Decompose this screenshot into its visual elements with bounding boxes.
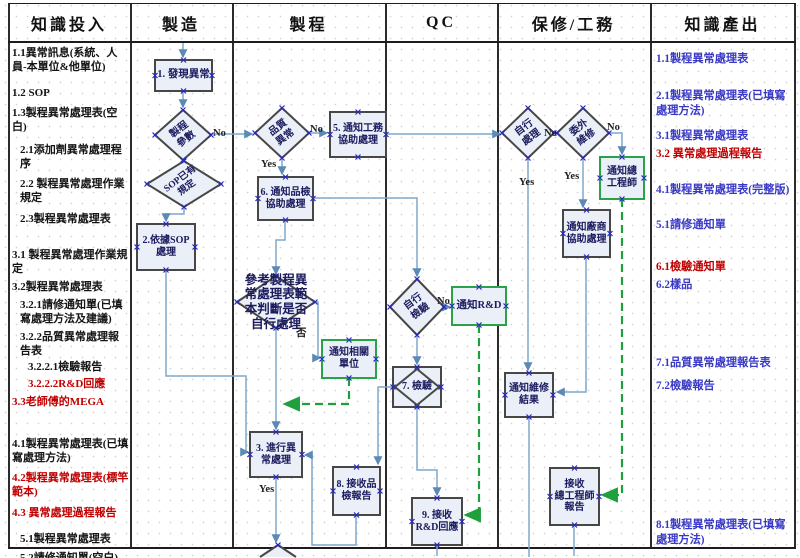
knowledge-input-item: 1.1異常訊息(系統、人員-本單位&他單位) [12, 47, 118, 73]
node-n2-label[interactable]: 2.依據SOP 處理 [142, 235, 190, 258]
connection-point-marks [134, 57, 647, 548]
lane-divider [232, 3, 234, 548]
knowledge-input-item: 5.1製程異常處理表 [20, 533, 111, 545]
node-n7-label[interactable]: 7. 檢驗 [402, 381, 432, 393]
edge-label-7: No [607, 122, 620, 133]
knowledge-input-item: 3.3老師傅的MEGA [12, 396, 104, 408]
node-d4-label[interactable]: 參考製程異常處理表範本判斷是否自行處理 [244, 272, 308, 331]
knowledge-input-item: 4.1製程異常處理表(已填寫處理方法) [12, 438, 129, 464]
node-n6-label[interactable]: 6. 通知品檢 協助處理 [260, 186, 311, 210]
knowledge-input-item: 4.3 異常處理過程報告 [12, 507, 117, 519]
table-top-border [8, 3, 796, 5]
lane-header-manufacturing: 製造 [161, 16, 200, 34]
header-underline [8, 40, 796, 44]
knowledge-output-item: 6.2樣品 [656, 279, 693, 291]
edge-label-8: Yes [519, 177, 535, 188]
lane-divider [650, 3, 652, 548]
connector-14[interactable] [313, 197, 422, 278]
knowledge-input-item: 3.2.2.2R&D回應 [28, 378, 106, 390]
connector-10[interactable] [312, 301, 322, 363]
lane-header-knowledge-output: 知識產出 [684, 16, 761, 34]
connector-5[interactable] [165, 270, 250, 457]
connector-17[interactable] [416, 407, 442, 497]
knowledge-input-item: 3.2.2.1檢驗報告 [28, 361, 103, 373]
edge-label-4: Yes [259, 484, 275, 495]
node-n5-label[interactable]: 5. 通知工務 協助處理 [333, 122, 383, 146]
knowledge-input-item: 4.2製程異常處理表(標竿範本) [12, 472, 129, 498]
lane-divider [385, 3, 387, 548]
knowledge-output-list: 1.1製程異常處理表 2.1製程異常處理表(已填寫處理方法) 3.1製程異常處理表 3… [656, 46, 793, 548]
connector-9[interactable] [271, 220, 286, 276]
knowledge-input-item: 5.2請修通知單(空白) [20, 552, 119, 558]
knowledge-input-item: 2.2 製程異常處理作業規定 [20, 178, 125, 204]
node-n11-label[interactable]: 通知維修 結果 [509, 383, 549, 406]
node-n8-label[interactable]: 8. 接收品 檢報告 [336, 479, 377, 502]
lane-divider [8, 3, 10, 548]
knowledge-output-item: 1.1製程異常處理表 [656, 53, 749, 65]
knowledge-output-item: 3.2 異常處理過程報告 [656, 148, 763, 160]
node-g1-label[interactable]: 通知相關 單位 [329, 347, 369, 370]
node-g2-label[interactable]: 通知R&D [456, 299, 502, 311]
knowledge-input-item: 1.3製程異常處理表(空白) [12, 107, 118, 133]
edge-label-6: No [544, 128, 557, 139]
edge-label-5: No [437, 296, 450, 307]
knowledge-output-item: 7.1品質異常處理報告表 [656, 357, 771, 369]
connector-13[interactable] [303, 450, 357, 546]
edge-label-9: Yes [564, 171, 580, 182]
knowledge-output-item: 7.2檢驗報告 [656, 380, 715, 392]
node-g3-label[interactable]: 通知總 工程師 [607, 166, 637, 189]
knowledge-input-item: 3.2.1請修通知單(已填寫處理方法及建議) [20, 299, 123, 325]
node-n12-label[interactable]: 接收 總工程師 報告 [554, 478, 595, 514]
node-n10-shape[interactable] [562, 209, 611, 258]
lane-header-process: 製程 [289, 16, 328, 34]
node-partial-diamond-shape[interactable] [259, 543, 297, 558]
knowledge-input-item: 3.2.2品質異常處理報告表 [20, 331, 119, 357]
feedback-connector-1[interactable] [463, 325, 481, 523]
knowledge-output-item: 5.1請修通知單 [656, 219, 726, 231]
knowledge-output-item: 4.1製程異常處理表(完整版) [656, 184, 790, 196]
knowledge-input-item: 3.1 製程異常處理作業規定 [12, 249, 128, 275]
node-n10-label[interactable]: 通知廠商 協助處理 [566, 221, 607, 245]
connector-4[interactable] [161, 207, 185, 223]
node-n9-label[interactable]: 9. 接收 R&D回應 [415, 509, 459, 533]
knowledge-output-item: 6.1檢驗通知單 [656, 261, 726, 273]
knowledge-output-item: 3.1製程異常處理表 [656, 130, 749, 142]
connector-20[interactable] [609, 132, 627, 156]
lane-header-knowledge-input: 知識投入 [30, 16, 107, 34]
knowledge-input-item: 2.1添加劑異常處理程序 [20, 144, 122, 170]
edge-label-0: No [213, 128, 226, 139]
edge-label-3: 否 [296, 328, 307, 339]
node-n7-inner-diamond [393, 367, 441, 407]
connector-23[interactable] [555, 257, 587, 397]
lane-divider [794, 3, 796, 548]
edge-label-2: Yes [261, 159, 277, 170]
feedback-connector-2[interactable] [600, 199, 624, 503]
knowledge-input-item: 3.2製程異常處理表 [12, 281, 103, 293]
feedback-connector-0[interactable] [282, 378, 351, 412]
knowledge-input-list: 1.1異常訊息(系統、人員-本單位&他單位) 1.2 SOP 1.3製程異常處理表(… [12, 44, 129, 558]
node-n12-shape[interactable] [549, 467, 600, 526]
lane-divider [130, 3, 132, 548]
lane-divider [497, 3, 499, 548]
connector-18[interactable] [373, 386, 393, 466]
node-n3-label[interactable]: 3. 進行異 常處理 [256, 442, 296, 466]
lane-header-qc: QC [426, 13, 456, 31]
node-n1-label[interactable]: 1. 發現異常 [157, 69, 210, 81]
knowledge-output-item: 8.1製程異常處理表(已填寫處理方法) [656, 519, 786, 546]
edge-label-1: No [310, 124, 323, 135]
lane-header-maintenance: 保修/工務 [531, 16, 616, 34]
knowledge-input-item: 2.3製程異常處理表 [20, 213, 111, 225]
knowledge-input-item: 1.2 SOP [12, 87, 50, 99]
knowledge-output-item: 2.1製程異常處理表(已填寫處理方法) [656, 90, 786, 117]
table-bottom-border [8, 547, 796, 549]
